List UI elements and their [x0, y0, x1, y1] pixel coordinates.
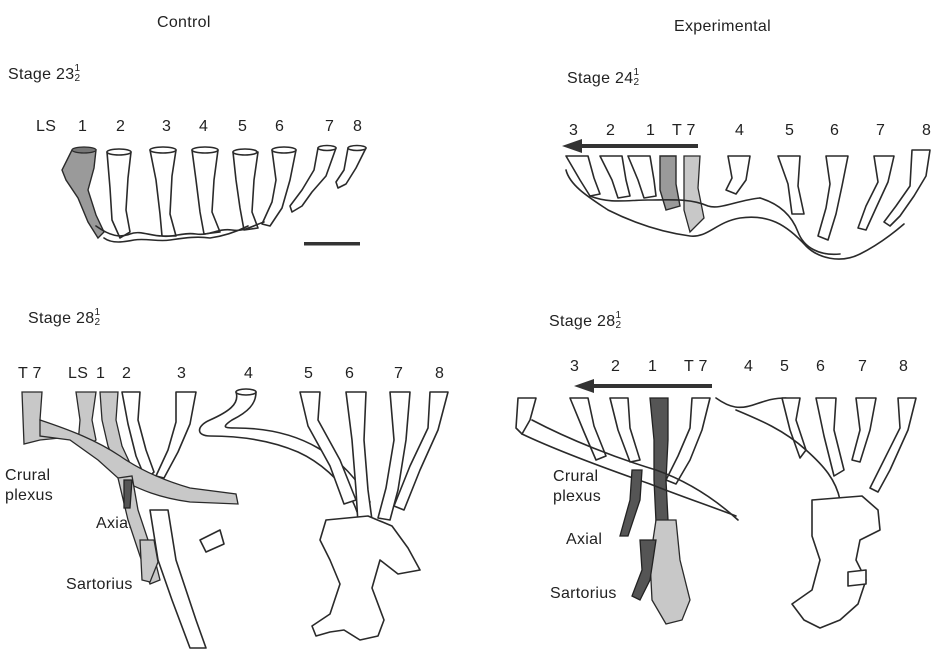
- br-side-stub: [848, 570, 866, 586]
- br-root-3a: [516, 398, 536, 434]
- br-sartorius-trunk: [650, 520, 690, 624]
- tr-root-5: [778, 156, 804, 214]
- tr-root-3: [566, 156, 600, 196]
- tl-root-8: [336, 148, 366, 188]
- tl-root-1: [107, 152, 131, 238]
- br-root-t7: [666, 398, 710, 484]
- br-root-5: [782, 398, 806, 458]
- scale-bar: [304, 242, 360, 246]
- bl-side-branch: [200, 530, 224, 552]
- bl-nerve-group: [22, 389, 448, 648]
- tl-root-3: [192, 150, 220, 234]
- br-crural-branch: [620, 470, 642, 536]
- tr-root-t7b: [684, 156, 704, 232]
- tl-root-5: [262, 150, 296, 226]
- br-root-7: [852, 398, 876, 462]
- bl-axial-stub: [124, 480, 132, 508]
- tl-root-7: [290, 148, 336, 212]
- bl-lower-plexus: [312, 516, 420, 640]
- bl-root-6: [346, 392, 372, 524]
- br-root-8: [870, 398, 916, 492]
- tr-arrowhead: [562, 139, 582, 153]
- br-lower-plexus: [792, 496, 880, 628]
- br-nerve-group: [516, 379, 916, 628]
- br-root-2: [610, 398, 640, 462]
- tl-root-ls: [62, 150, 104, 238]
- tl-nerve-group: [62, 146, 366, 246]
- tl-root-2: [150, 150, 176, 236]
- br-arrowhead: [574, 379, 594, 393]
- tr-root-2: [600, 156, 630, 198]
- tr-root-4: [726, 156, 750, 194]
- tr-nerve-group: [562, 139, 930, 259]
- tl-root-4: [233, 152, 258, 230]
- tr-root-t7a: [660, 156, 680, 210]
- tr-root-6: [818, 156, 848, 240]
- tr-root-1: [628, 156, 656, 198]
- bl-root-3: [156, 392, 196, 478]
- br-root-1: [650, 398, 668, 522]
